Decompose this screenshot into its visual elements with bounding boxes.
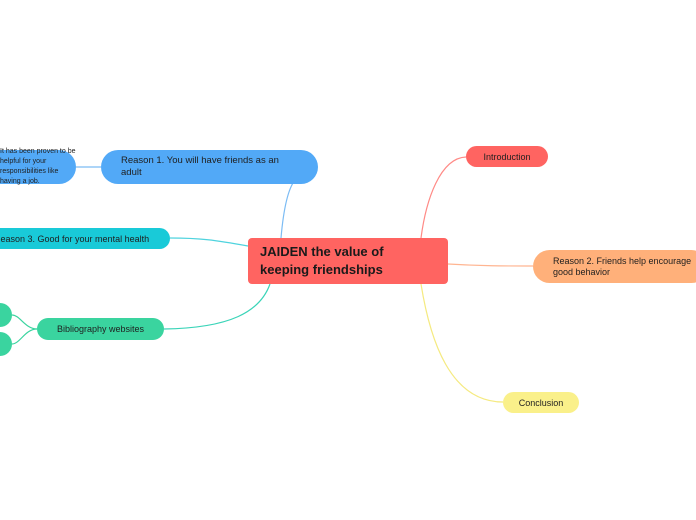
subtopic-reason-1-detail-label: It has been proven to be helpful for you… bbox=[0, 148, 76, 185]
topic-reason-1-label: Reason 1. You will have friends as an ad… bbox=[121, 155, 279, 178]
topic-reason-2[interactable]: Reason 2. Friends help encourage good be… bbox=[533, 250, 696, 283]
link-reason1 bbox=[280, 179, 296, 239]
link-reason3 bbox=[169, 237, 249, 247]
topic-reason-3[interactable]: Reason 3. Good for your mental health bbox=[0, 228, 170, 249]
link-biblio-sub-2 bbox=[11, 328, 38, 345]
subtopic-bibliography-1[interactable] bbox=[0, 303, 12, 327]
link-conclusion bbox=[420, 283, 504, 403]
subtopic-reason-1-detail[interactable]: It has been proven to be helpful for you… bbox=[0, 148, 76, 185]
topic-introduction-label: Introduction bbox=[483, 151, 531, 162]
subtopic-bibliography-2[interactable] bbox=[0, 332, 12, 356]
link-bibliography bbox=[163, 283, 271, 330]
link-reason2 bbox=[447, 263, 534, 267]
topic-conclusion-label: Conclusion bbox=[518, 397, 564, 408]
central-topic[interactable]: JAIDEN the value of keeping friendships bbox=[248, 238, 448, 284]
topic-reason-3-label: Reason 3. Good for your mental health bbox=[0, 233, 150, 244]
central-topic-label: JAIDEN the value of keeping friendships bbox=[260, 244, 384, 277]
topic-reason-1[interactable]: Reason 1. You will have friends as an ad… bbox=[101, 150, 318, 184]
topic-introduction[interactable]: Introduction bbox=[466, 146, 548, 167]
topic-bibliography[interactable]: Bibliography websites bbox=[37, 318, 164, 340]
link-introduction bbox=[420, 156, 467, 239]
topic-conclusion[interactable]: Conclusion bbox=[503, 392, 579, 413]
link-biblio-sub-1 bbox=[11, 314, 38, 330]
topic-reason-2-label: Reason 2. Friends help encourage good be… bbox=[553, 255, 692, 277]
topic-bibliography-label: Bibliography websites bbox=[56, 324, 145, 334]
